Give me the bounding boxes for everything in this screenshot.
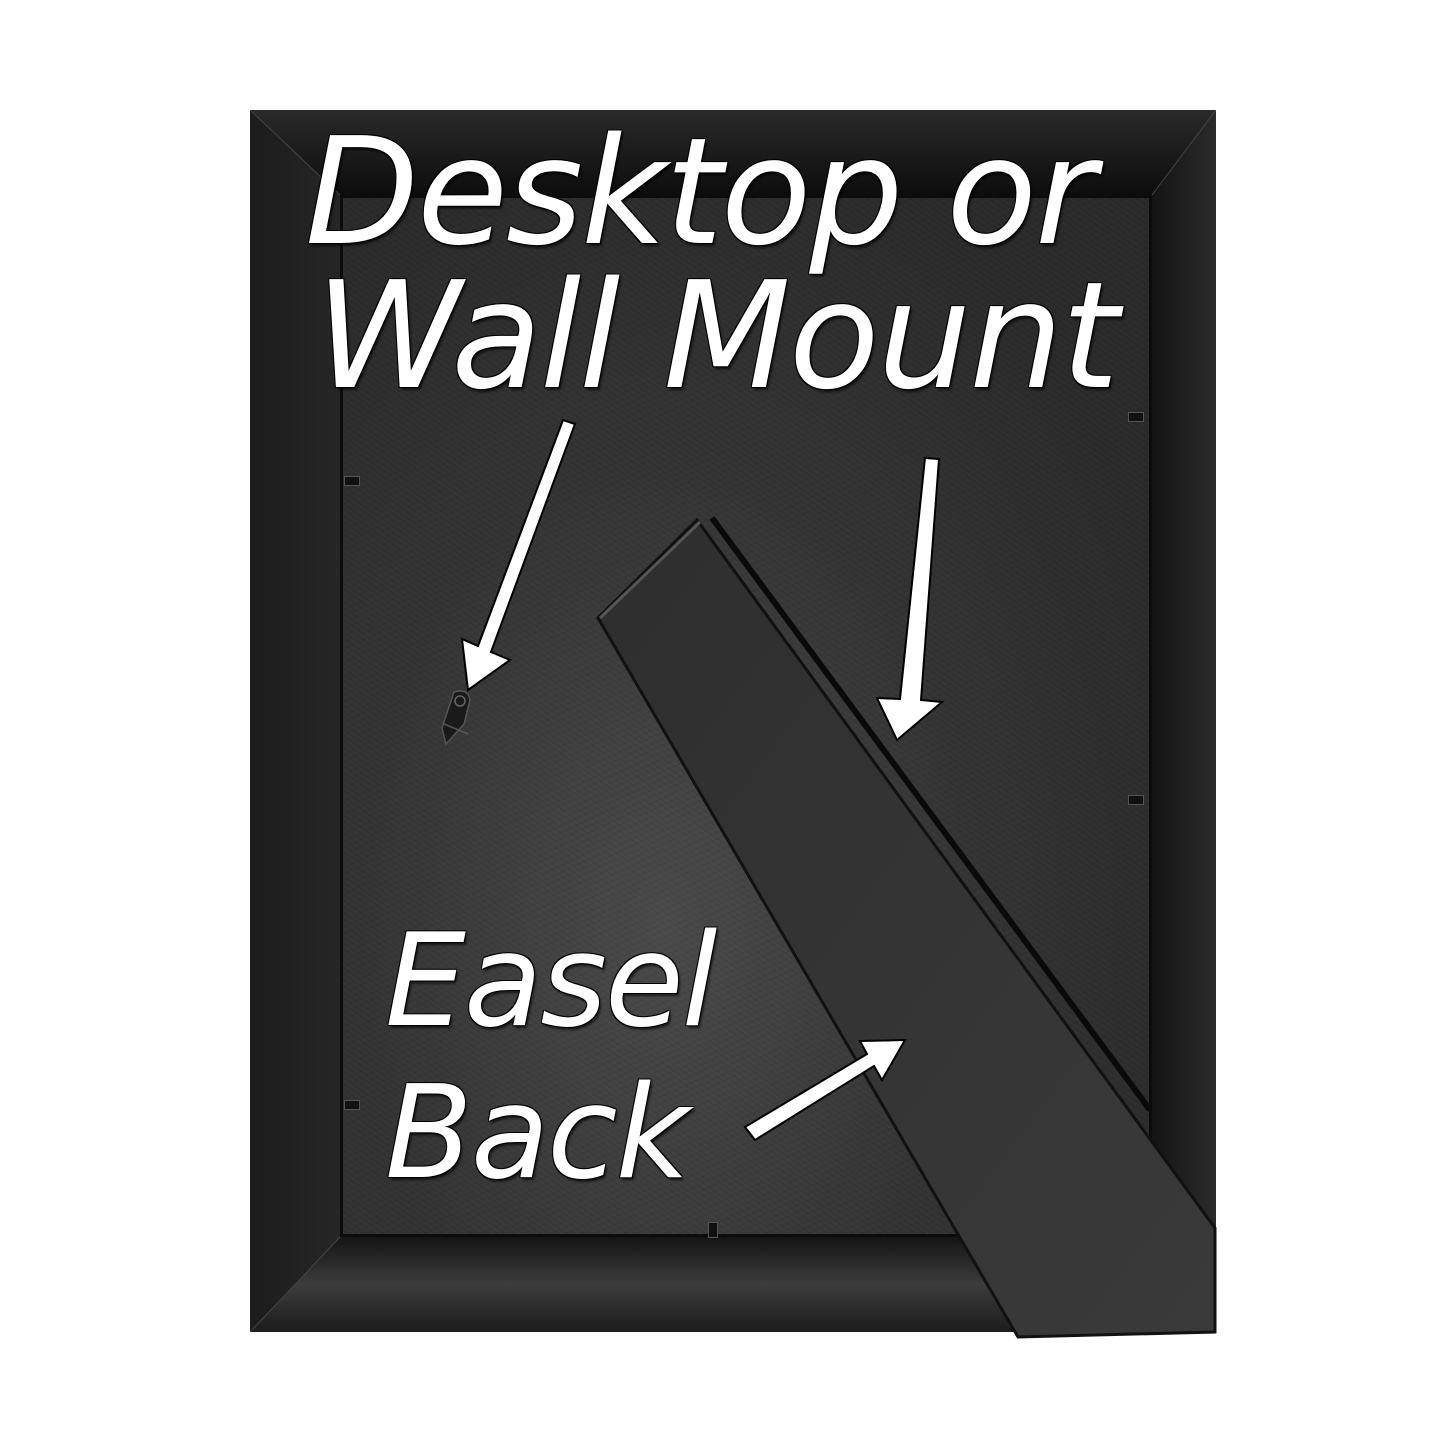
retaining-clip	[708, 1222, 718, 1238]
retaining-clip	[344, 1100, 360, 1110]
back-label: Back	[385, 1059, 690, 1208]
wall-mount-label: Wall Mount	[315, 250, 1119, 422]
retaining-clip	[1128, 795, 1144, 805]
sawtooth-hanger-icon	[441, 690, 471, 746]
retaining-clip	[344, 476, 360, 486]
retaining-clip	[1128, 412, 1144, 422]
easel-label: Easel	[385, 907, 717, 1056]
desktop-or-label: Desktop or	[305, 106, 1096, 278]
